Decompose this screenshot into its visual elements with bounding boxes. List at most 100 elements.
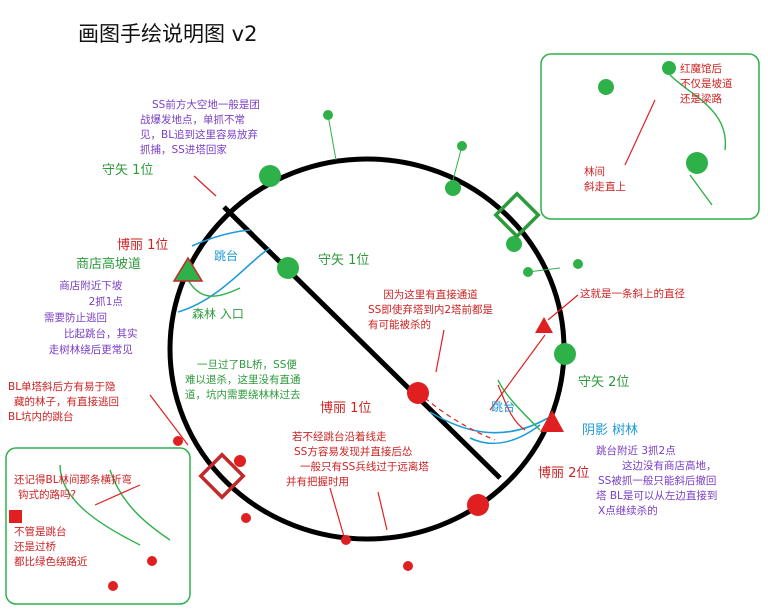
note-line: SS前方大空地一般是团 [152, 99, 260, 111]
note-line: 还是梁路 [680, 93, 722, 105]
note-line: 抓捕，SS进塔回家 [140, 144, 227, 156]
tower-green-inset-1 [598, 79, 614, 95]
label-bolan-2: 博丽 2位 [538, 466, 590, 481]
note-bridge-green: 一旦过了BL桥，SS便 难以退杀，这里没有直通 道，坑内需要绕林林过去 [185, 358, 301, 403]
inset-panel-top-right [540, 53, 760, 220]
note-mid-red: 因为这里有直接通道 SS即使弃塔到内2塔前都是 有可能被杀的 [368, 288, 493, 333]
tower-green-inset-2 [662, 61, 676, 75]
note-diameter: 这就是一条斜上的直径 [580, 288, 685, 300]
tower-red-small-5 [403, 561, 413, 571]
triangle-right-top [535, 317, 553, 333]
note-line: 还记得BL林间那条横折弯 [14, 474, 133, 486]
tower-shouya-top [259, 165, 281, 187]
note-right-purple: 跳台附近 3抓2点 这边没有商店高地， SS被抓一般只能斜后撤回 塔 BL是可以… [596, 444, 717, 519]
red-line-bottom [329, 487, 346, 541]
note-line: 商店附近下坡 [59, 280, 123, 292]
tower-red-small-3 [241, 513, 251, 523]
triangle-shop-slope [172, 256, 204, 282]
note-line: 比起跳台，其实 [64, 328, 138, 340]
note-line: 都比绿色绕路近 [14, 556, 88, 568]
red-line-top [193, 175, 217, 197]
forest-slant-line-2: 斜走直上 [584, 181, 626, 193]
inset-panel-bottom-left [5, 447, 191, 605]
tower-shouya-mid [277, 257, 299, 279]
red-dashed-path [424, 397, 496, 441]
note-line: BL坑内的跳台 [8, 411, 74, 423]
page-title: 画图手绘说明图 v2 [78, 22, 258, 46]
triangle-shadow-forest [540, 410, 564, 432]
note-line: 一般只有SS兵线过于远离塔 [300, 461, 429, 473]
diagonal-diameter [222, 205, 502, 480]
red-line-bottom2 [377, 491, 388, 531]
label-shadow-forest: 阴影 树林 [582, 423, 639, 438]
note-shop-purple: 商店附近下坡 2抓1点 需要防止逃回 比起跳台，其实 走树林绕后更常见 [44, 278, 138, 358]
note-line: 走树林绕后更常见 [48, 344, 133, 356]
red-line-botleft [94, 484, 141, 506]
tower-green-inset-3 [686, 152, 708, 174]
tower-red-small-2 [234, 455, 246, 467]
tower-red-small-4 [341, 535, 351, 545]
tower-green-top [445, 180, 461, 196]
note-line: X点继续杀的 [598, 505, 658, 517]
box-bottom-left [198, 452, 246, 500]
note-line: 还是过桥 [14, 541, 56, 553]
label-shop-slope: 商店高坡道 [76, 257, 142, 272]
note-top-purple: SS前方大空地一般是团 战爆发地点，单抓不常 见，BL追到这里容易放弃 抓捕，S… [140, 98, 260, 158]
note-bottom-red: 若不经跳台沿着线走 SS方容易发现并直接后怂 一般只有SS兵线过于远离塔 并有把… [286, 430, 429, 490]
red-line-bl-single [149, 394, 189, 446]
red-line-diam [489, 334, 546, 411]
tower-red-small-6 [147, 556, 157, 566]
red-line-right [547, 294, 579, 321]
green-lane-bottomleft [59, 464, 171, 546]
green-lane-topright [669, 74, 726, 206]
note-line: SS被抓一般只能斜后撤回 [598, 475, 717, 487]
note-line: 若不经跳台沿着线走 [292, 431, 387, 443]
note-line: 钩式的路吗? [18, 489, 77, 501]
note-line: SS即使弃塔到内2塔前都是 [368, 304, 494, 316]
jump-route-left [177, 229, 271, 313]
label-bolan-1-mid: 博丽 1位 [320, 401, 372, 416]
tower-red-small-1 [173, 436, 183, 446]
note-line: 战爆发地点，单抓不常 [140, 114, 245, 126]
green-lane-left [187, 279, 241, 297]
note-botleft-red: 还记得BL林间那条横折弯 钩式的路吗? 不管是跳台 还是过桥 都比绿色绕路近 [14, 473, 132, 570]
red-line-topright [624, 99, 656, 166]
tower-red-small-7 [108, 581, 118, 591]
note-line: 并有把握时用 [286, 476, 349, 488]
note-line: 不管是跳台 [14, 526, 67, 538]
note-line: 红魔馆后 [680, 63, 722, 75]
note-line: 塔 BL是可以从左边直接到 [596, 490, 718, 502]
red-curve-right [497, 384, 526, 431]
note-line: 道，坑内需要绕林林过去 [185, 389, 301, 401]
stem-3 [527, 267, 561, 273]
note-line: 因为这里有直接通道 [383, 289, 478, 301]
note-line: 2抓1点 [88, 296, 123, 308]
label-jump-right: 跳台 [491, 400, 516, 414]
note-line: 一旦过了BL桥，SS便 [197, 359, 297, 371]
forest-slant-line-1: 林间 [584, 166, 605, 178]
stem-2 [452, 145, 463, 181]
note-line: 见，BL追到这里容易放弃 [140, 129, 259, 141]
jump-route-right [429, 411, 549, 445]
note-line: 藏的林子，有直接逃回 [14, 396, 119, 408]
note-line: 难以退杀，这里没有直通 [185, 374, 301, 386]
label-forest-entry: 森林 入口 [192, 307, 244, 321]
note-line: 需要防止逃回 [44, 312, 107, 324]
tower-bolan-mid [407, 382, 429, 404]
green-lane-botright [497, 379, 541, 431]
label-shouya-top: 守矢 1位 [102, 163, 154, 178]
note-line: 不仅是坡道 [680, 78, 733, 90]
tower-green-box [506, 236, 522, 252]
red-line-mid [435, 329, 445, 373]
tower-shouya-2 [554, 343, 576, 365]
note-line: 有可能被杀的 [368, 319, 431, 331]
tower-green-small-4 [573, 259, 583, 269]
label-shouya-2: 守矢 2位 [578, 375, 630, 390]
note-topright-red: 红魔馆后 不仅是坡道 还是梁路 [680, 62, 733, 107]
tower-bolan-bottom [467, 494, 489, 516]
note-line: BL单塔斜后方有易于隐 [8, 381, 116, 393]
red-square-marker [9, 510, 22, 523]
note-line: SS方容易发现并直接后怂 [294, 446, 413, 458]
label-shouya-mid: 守矢 1位 [318, 253, 370, 268]
